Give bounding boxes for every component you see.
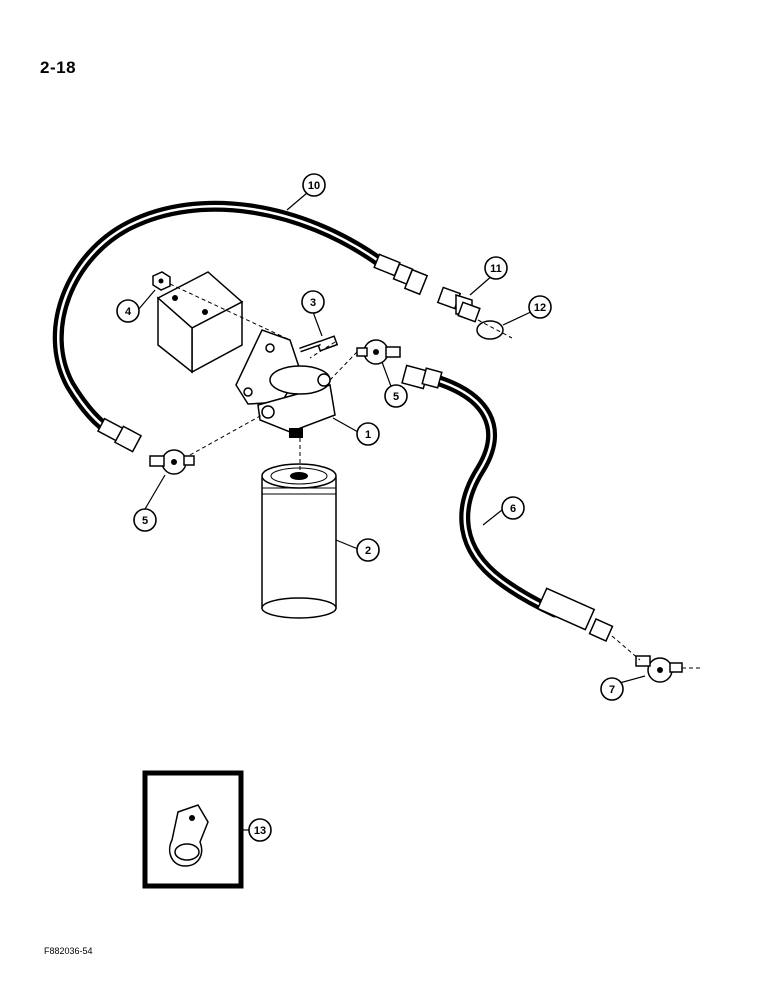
bolt [299, 335, 339, 353]
callout-3: 3 [301, 290, 325, 314]
callout-label: 5 [142, 515, 148, 527]
callout-label: 5 [393, 391, 399, 403]
callout-7: 7 [600, 677, 624, 701]
callout-13: 13 [248, 818, 272, 842]
leader-lines [137, 192, 646, 831]
callout-6: 6 [501, 496, 525, 520]
callout-5-right: 5 [384, 384, 408, 408]
callout-label: 6 [510, 503, 516, 515]
mounting-bracket [156, 271, 244, 374]
elbow-fitting-left [149, 449, 195, 475]
assembly-lines [169, 283, 700, 669]
callout-label: 7 [609, 684, 615, 696]
callout-label: 11 [490, 263, 502, 275]
callout-label: 13 [254, 825, 266, 837]
hose-clamp [168, 804, 209, 867]
callout-4: 4 [116, 299, 140, 323]
elbow-fitting-right [356, 339, 401, 365]
elbow-fitting-end [635, 655, 683, 683]
callout-2: 2 [356, 538, 380, 562]
hose-lower [401, 364, 614, 642]
callout-label: 10 [308, 180, 320, 192]
callout-label: 4 [125, 306, 132, 318]
callout-label: 12 [534, 302, 546, 314]
adapter [436, 286, 481, 323]
nut [152, 271, 171, 291]
callout-label: 2 [365, 545, 371, 557]
callout-5-left: 5 [133, 508, 157, 532]
filter-head [235, 329, 336, 438]
figure-code: F882036-54 [44, 946, 93, 956]
callout-1: 1 [356, 422, 380, 446]
callout-label: 3 [310, 297, 316, 309]
callout-12: 12 [528, 295, 552, 319]
o-ring [476, 320, 504, 340]
filter-element [261, 463, 337, 619]
callout-label: 1 [365, 429, 371, 441]
callout-11: 11 [484, 256, 508, 280]
page-number: 2-18 [40, 58, 77, 77]
hose-upper [52, 200, 429, 453]
callout-10: 10 [302, 173, 326, 197]
